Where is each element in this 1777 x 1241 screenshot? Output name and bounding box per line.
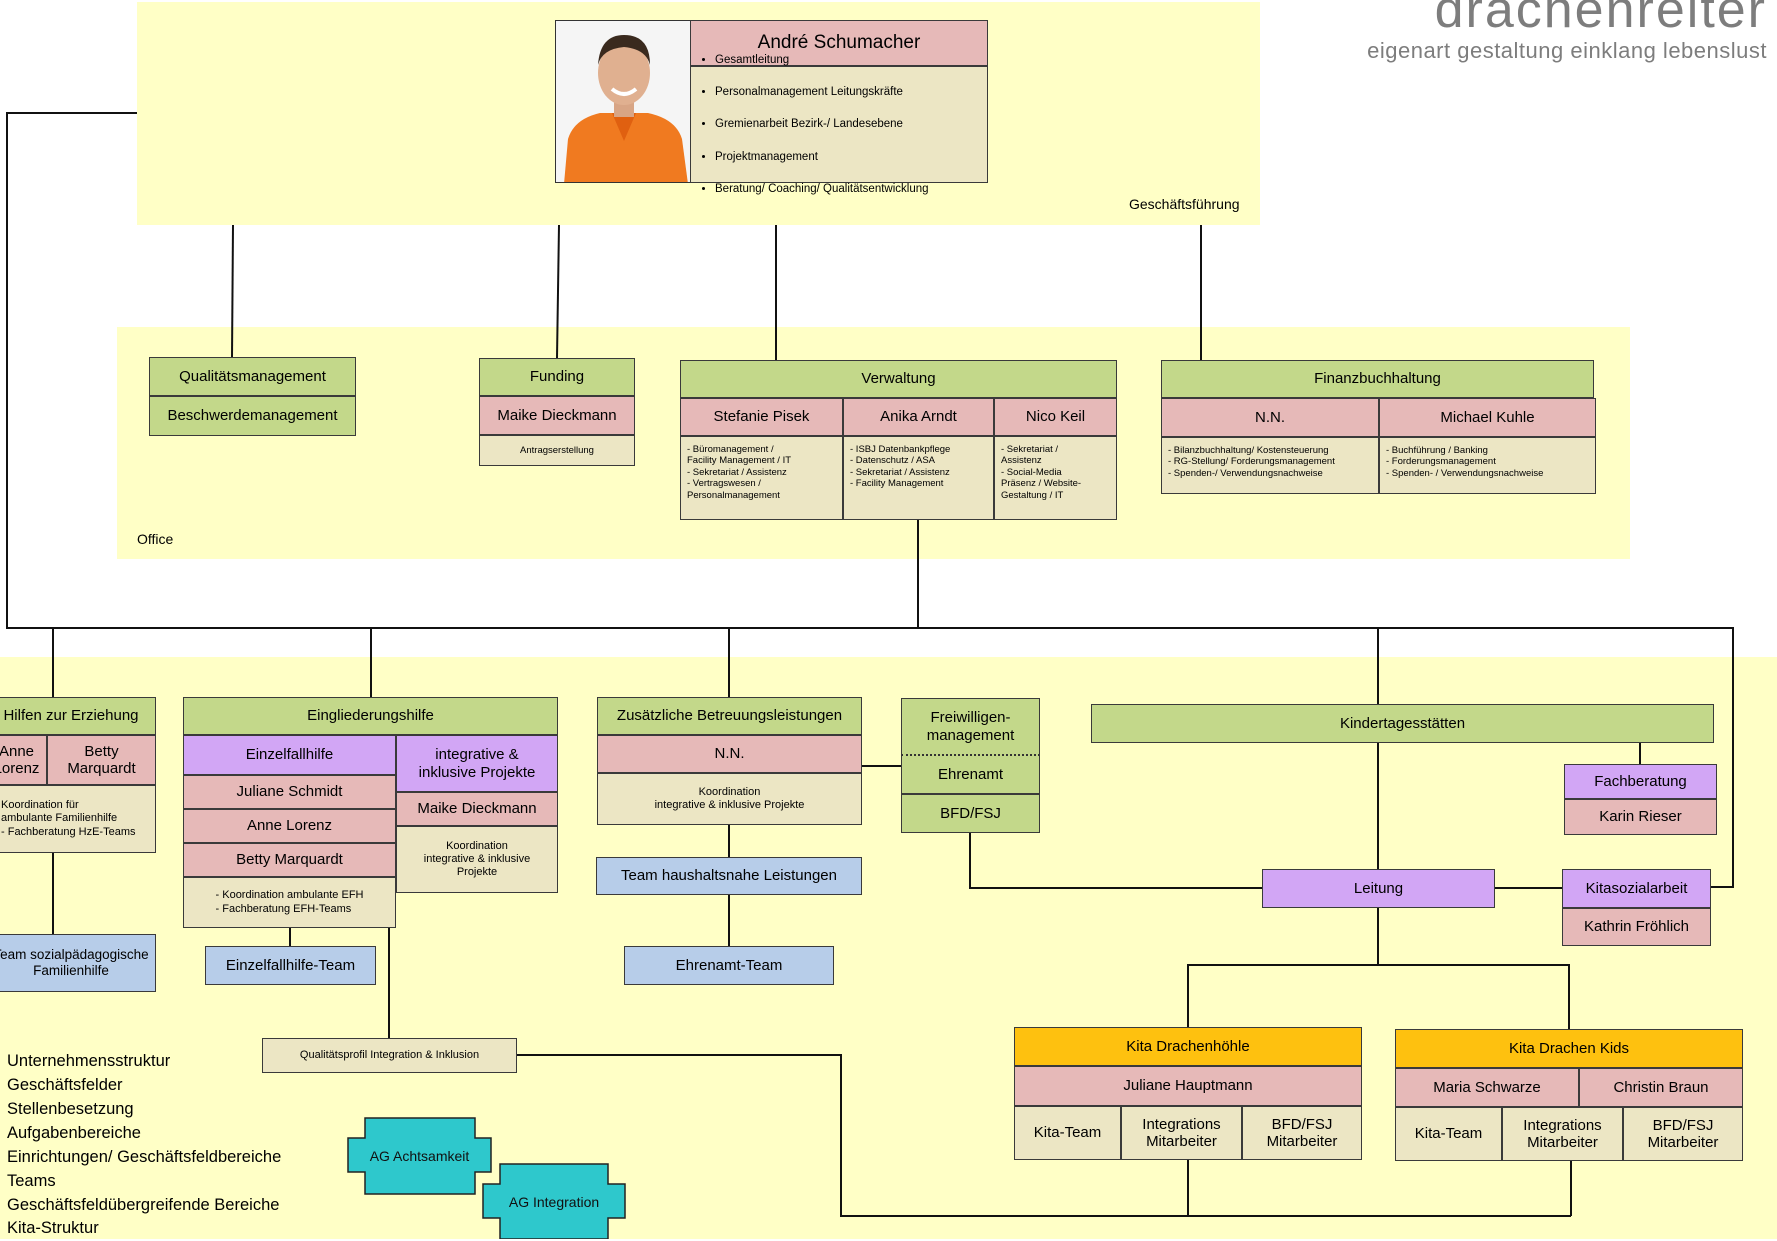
kita1-name: Kita Drachenhöhle xyxy=(1014,1027,1362,1066)
finanz-tasks: - Buchführung / Banking - Forderungsmana… xyxy=(1379,437,1596,494)
logo-tagline: eigenart gestaltung einklang lebenslust xyxy=(1367,38,1767,63)
funding-person: Maike Dieckmann xyxy=(479,396,635,435)
kita1-team: Kita-Team xyxy=(1014,1106,1121,1160)
zb-team-haushalt: Team haushaltsnahe Leistungen xyxy=(596,857,862,895)
fachberatung-person: Karin Rieser xyxy=(1564,799,1717,835)
legend-item: Geschäftsfelder xyxy=(7,1075,123,1094)
kita1-team: BFD/FSJ Mitarbeiter xyxy=(1242,1106,1362,1160)
ip-person: Maike Dieckmann xyxy=(396,792,558,826)
kita2-team: BFD/FSJ Mitarbeiter xyxy=(1623,1107,1743,1161)
efh-title: Einzelfallhilfe xyxy=(183,735,396,775)
ag-achtsamkeit: AG Achtsamkeit xyxy=(348,1118,491,1194)
efh-person: Juliane Schmidt xyxy=(183,775,396,809)
ceo-task: Beratung/ Coaching/ Qualitätsentwicklung xyxy=(715,181,929,197)
ip-title: integrative & inklusive Projekte xyxy=(396,735,558,792)
hze-tasks: Koordination für ambulante Familienhilfe… xyxy=(0,785,156,853)
management-zone-label: Geschäftsführung xyxy=(1129,196,1240,212)
qm-title: Qualitätsmanagement xyxy=(149,357,356,396)
ceo-task: Projektmanagement xyxy=(715,149,929,165)
kita-title: Kindertagesstätten xyxy=(1091,704,1714,743)
fw-ehrenamt: Ehrenamt xyxy=(901,756,1040,794)
finanz-person: Michael Kuhle xyxy=(1379,398,1596,437)
kitasozialarbeit-title: Kitasozialarbeit xyxy=(1562,869,1711,908)
zb-title: Zusätzliche Betreuungsleistungen xyxy=(597,697,862,735)
verwaltung-tasks: - Sekretariat / Assistenz - Social-Media… xyxy=(994,436,1117,520)
hze-title: Hilfen zur Erziehung xyxy=(0,697,156,735)
kita-leitung: Leitung xyxy=(1262,869,1495,908)
efh-person: Anne Lorenz xyxy=(183,809,396,843)
fachberatung-title: Fachberatung xyxy=(1564,764,1717,799)
verwaltung-person: Stefanie Pisek xyxy=(680,398,843,436)
efh-team: Einzelfallhilfe-Team xyxy=(205,946,376,985)
verwaltung-tasks: - Büromanagement / Facility Management /… xyxy=(680,436,843,520)
hze-team: Team sozialpädagogische Familienhilfe xyxy=(0,934,156,992)
zb-person: N.N. xyxy=(597,735,862,773)
ag-integration-label: AG Integration xyxy=(508,1193,600,1210)
legend-item: Teams xyxy=(7,1171,56,1190)
ip-tasks: Koordination integrative & inklusive Pro… xyxy=(396,826,558,893)
kita1-team: Integrations Mitarbeiter xyxy=(1121,1106,1242,1160)
zb-team-ehrenamt: Ehrenamt-Team xyxy=(624,946,834,985)
logo-wordmark: drachenreiter xyxy=(1434,0,1767,39)
ceo-name: André Schumacher xyxy=(690,20,988,66)
ceo-photo xyxy=(555,20,691,183)
verwaltung-tasks: - ISBJ Datenbankpflege - Datenschutz / A… xyxy=(843,436,994,520)
ceo-task: Gesamtleitung xyxy=(715,52,929,68)
legend-item: Geschäftsfeldübergreifende Bereiche xyxy=(7,1195,280,1214)
brand-logo: drachenreiter eigenart gestaltung einkla… xyxy=(1367,0,1767,64)
hze-person: Betty Marquardt xyxy=(47,735,156,785)
legend-item: Einrichtungen/ Geschäftsfeldbereiche xyxy=(7,1147,282,1166)
fw-bfd: BFD/FSJ xyxy=(901,794,1040,833)
eh-title: Eingliederungshilfe xyxy=(183,697,558,735)
kita2-team: Kita-Team xyxy=(1395,1107,1502,1161)
funding-title: Funding xyxy=(479,358,635,396)
legend-item: Aufgabenbereiche xyxy=(7,1123,141,1142)
finanz-tasks: - Bilanzbuchhaltung/ Kostensteuerung - R… xyxy=(1161,437,1379,494)
ceo-task: Personalmanagement Leitungskräfte xyxy=(715,84,929,100)
verwaltung-title: Verwaltung xyxy=(680,360,1117,398)
efh-tasks: - Koordination ambulante EFH - Fachberat… xyxy=(183,877,396,928)
kita2-name: Kita Drachen Kids xyxy=(1395,1029,1743,1068)
fw-title: Freiwilligen- management xyxy=(901,698,1040,756)
finanz-title: Finanzbuchhaltung xyxy=(1161,360,1594,398)
kitasozialarbeit-person: Kathrin Fröhlich xyxy=(1562,908,1711,946)
person-portrait-icon xyxy=(556,21,690,182)
ceo-task-list: Gesamtleitung Personalmanagement Leitung… xyxy=(695,36,929,213)
kita2-lead: Christin Braun xyxy=(1579,1068,1743,1107)
qm-sub: Beschwerdemanagement xyxy=(149,396,356,436)
office-zone-label: Office xyxy=(137,531,174,547)
hze-person: Anne Lorenz xyxy=(0,735,47,785)
kita2-team: Integrations Mitarbeiter xyxy=(1502,1107,1623,1161)
verwaltung-person: Nico Keil xyxy=(994,398,1117,436)
verwaltung-person: Anika Arndt xyxy=(843,398,994,436)
legend-item: Kita-Struktur xyxy=(7,1219,99,1238)
legend: Unternehmensstruktur Geschäftsfelder Ste… xyxy=(7,1050,281,1241)
qualitaetsprofil: Qualitätsprofil Integration & Inklusion xyxy=(262,1038,517,1073)
ag-achtsamkeit-label: AG Achtsamkeit xyxy=(369,1148,470,1164)
funding-task: Antragserstellung xyxy=(479,435,635,466)
kita2-lead: Maria Schwarze xyxy=(1395,1068,1579,1107)
kita1-lead: Juliane Hauptmann xyxy=(1014,1066,1362,1106)
finanz-person: N.N. xyxy=(1161,398,1379,437)
ag-integration: AG Integration xyxy=(483,1164,625,1239)
ceo-tasks: Gesamtleitung Personalmanagement Leitung… xyxy=(690,54,988,195)
ceo-task: Gremienarbeit Bezirk-/ Landesebene xyxy=(715,116,929,132)
legend-item: Stellenbesetzung xyxy=(7,1099,134,1118)
legend-item: Unternehmensstruktur xyxy=(7,1052,171,1070)
zb-tasks: Koordination integrative & inklusive Pro… xyxy=(597,773,862,825)
efh-person: Betty Marquardt xyxy=(183,843,396,877)
